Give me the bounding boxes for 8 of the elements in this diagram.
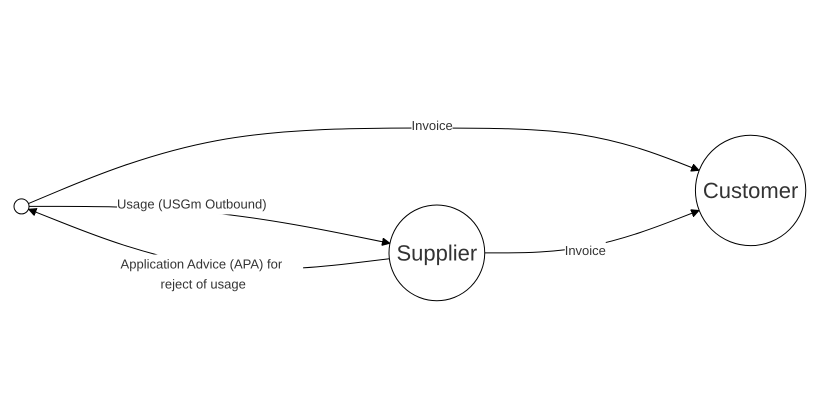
node-circle xyxy=(13,198,30,215)
node-circle: Customer xyxy=(694,134,806,246)
arrow xyxy=(28,128,700,204)
edge-label: Invoice xyxy=(564,243,606,258)
node-circle: Supplier xyxy=(388,204,485,302)
edge-label: Application Advice (APA) for reject of usage xyxy=(120,256,282,292)
edge-label: Usage (USGm Outbound) xyxy=(116,196,266,212)
edge-label: Invoice xyxy=(411,118,452,134)
